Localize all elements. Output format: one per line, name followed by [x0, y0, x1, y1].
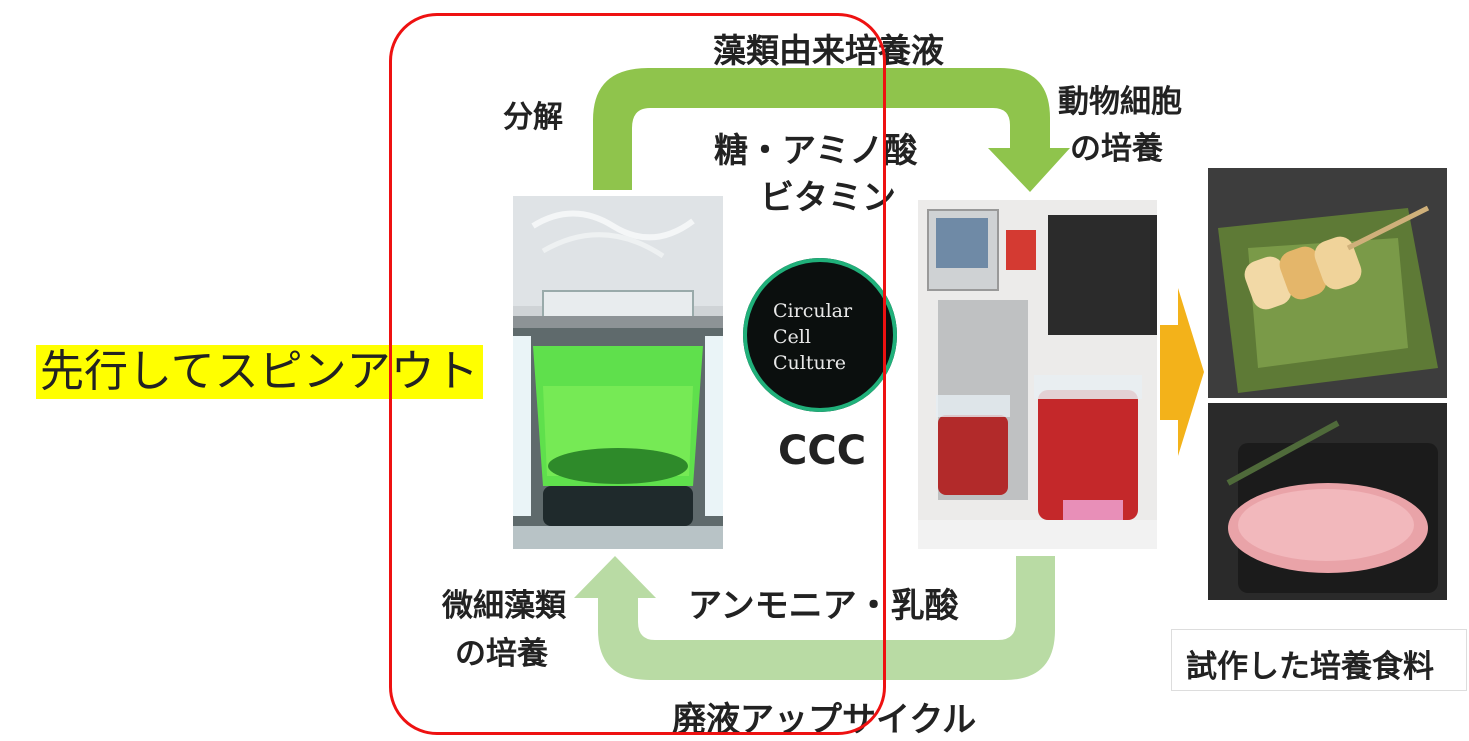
- cell-culture-photo: [918, 200, 1157, 549]
- to-food-arrow: [1160, 288, 1204, 456]
- animal-culture-label-line2: の培養: [1070, 131, 1163, 167]
- cell-culture-illustration: [918, 200, 1157, 549]
- ccc-label: CCC: [778, 428, 867, 474]
- logo-line-cell: Cell: [773, 326, 811, 348]
- food-photo-meat: [1208, 403, 1447, 600]
- animal-culture-label-line1: 動物細胞: [1058, 84, 1182, 120]
- algae-culture-label-line2: の培養: [455, 636, 548, 672]
- food-caption-box: 試作した培養食料: [1171, 629, 1467, 691]
- spinout-callout-frame: [389, 13, 886, 735]
- nutrients-label-line2: ビタミン: [760, 178, 896, 218]
- algae-reactor-illustration: [513, 196, 723, 549]
- skewer-illustration: [1208, 168, 1447, 398]
- food-photo-skewer: [1208, 168, 1447, 398]
- logo-line-circular: Circular: [773, 300, 853, 322]
- decompose-label: 分解: [503, 100, 563, 135]
- top-green-arrow: [593, 68, 1070, 192]
- algae-culture-label-line1: 微細藻類: [442, 588, 566, 624]
- waste-label: アンモニア・乳酸: [688, 586, 959, 626]
- spinout-highlight-label: 先行してスピンアウト: [36, 345, 483, 399]
- bottom-green-arrow: [574, 556, 1055, 680]
- ccc-logo: Circular Cell Culture: [743, 258, 897, 412]
- top-arrow-label: 藻類由来培養液: [713, 31, 944, 70]
- algae-reactor-photo: [513, 196, 723, 549]
- meat-illustration: [1208, 403, 1447, 600]
- food-caption: 試作した培養食料: [1186, 649, 1434, 685]
- logo-line-culture: Culture: [773, 352, 847, 374]
